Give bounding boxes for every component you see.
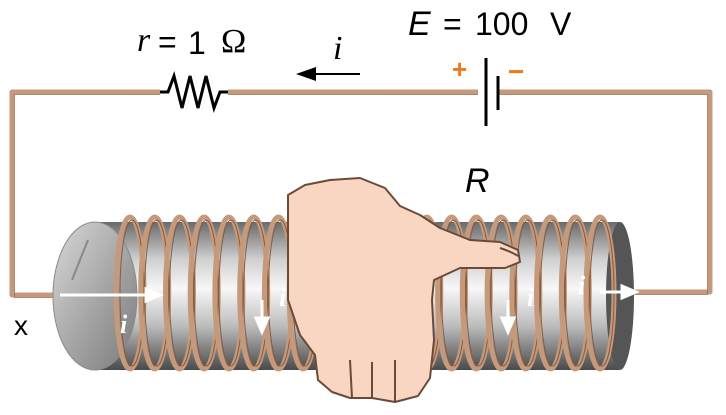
coil-turn-shade xyxy=(515,219,541,367)
battery-minus-sign: − xyxy=(508,56,525,87)
resistor-label-equals: = xyxy=(158,24,177,60)
emf-label-E: E xyxy=(408,5,431,43)
coil-turn-shade xyxy=(441,219,467,367)
current-label-top: i xyxy=(333,30,343,67)
emf-unit: V xyxy=(550,6,572,42)
battery-plus-sign: + xyxy=(452,54,468,84)
coil-turn-shade xyxy=(465,219,491,367)
emf-label-equals: = xyxy=(443,6,462,42)
coil-turn-shade xyxy=(119,219,145,367)
resistor-unit: Ω xyxy=(221,23,247,60)
emf-value: 100 xyxy=(475,6,529,42)
wire-loop xyxy=(9,89,713,298)
battery-symbol xyxy=(484,58,500,126)
point-x-label: x xyxy=(14,310,28,341)
current-arrow-top xyxy=(296,67,360,81)
coil-turn-shade xyxy=(490,219,516,367)
coil-turn-shade xyxy=(193,219,219,367)
coil-turn-shade xyxy=(218,219,244,367)
resistor-label-r: r xyxy=(137,22,151,59)
resistor-value: 1 xyxy=(188,25,206,61)
resistor-symbol xyxy=(160,70,228,114)
coil-turn-shade xyxy=(540,219,565,367)
coil-turn-shade xyxy=(169,219,194,367)
coil-resistance-label: R xyxy=(465,162,490,200)
coil-turn-shade xyxy=(243,219,269,367)
coil-current-label: i xyxy=(527,283,535,312)
right-hand xyxy=(287,177,521,403)
coil-current-label: i xyxy=(279,283,287,312)
coil-current-label: i xyxy=(578,271,586,300)
coil-current-label: i xyxy=(120,310,128,339)
coil-turn-shade xyxy=(564,219,590,367)
coil-current-arrows xyxy=(60,283,640,336)
